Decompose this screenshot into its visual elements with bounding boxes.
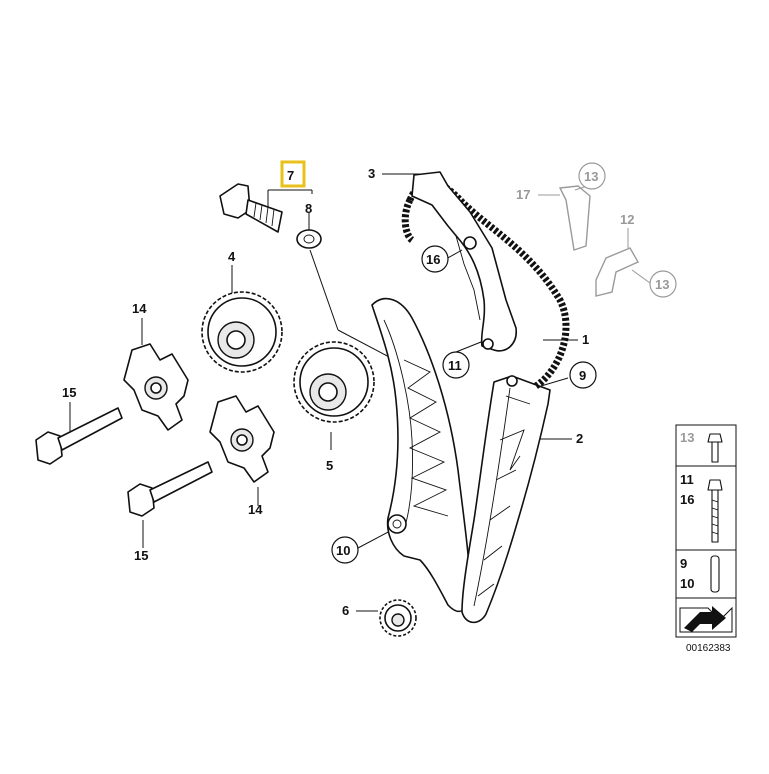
exhaust-camshaft-sprocket (293, 341, 375, 423)
callout-13-upper: 13 (584, 169, 598, 184)
callout-4: 4 (228, 249, 236, 264)
diagram-id: 00162383 (686, 643, 731, 654)
callout-15-upper: 15 (62, 385, 76, 400)
callout-11: 11 (448, 358, 462, 373)
intake-camshaft-sprocket (201, 291, 283, 373)
upper-chain-guide (411, 171, 517, 352)
legend-9: 9 (680, 556, 687, 571)
tensioning-rail (461, 375, 551, 624)
callout-7: 7 (287, 168, 294, 183)
bolt-lower (127, 461, 213, 517)
legend-11: 11 (680, 472, 694, 487)
bracket-17 (558, 185, 591, 251)
callout-1: 1 (582, 332, 589, 347)
callout-10: 10 (336, 543, 350, 558)
callout-2: 2 (576, 431, 583, 446)
sensor-wheel-lower (209, 395, 275, 483)
callout-9: 9 (579, 368, 586, 383)
bracket-12 (595, 247, 639, 297)
callout-14-lower: 14 (248, 502, 263, 517)
callout-15-lower: 15 (134, 548, 148, 563)
bolt-upper (35, 407, 123, 465)
legend-16: 16 (680, 492, 694, 507)
legend-10: 10 (680, 576, 694, 591)
legend-13: 13 (680, 430, 694, 445)
callout-8: 8 (305, 201, 312, 216)
callout-3: 3 (368, 166, 375, 181)
callout-7-highlight (280, 160, 306, 188)
leader-lines (69, 173, 651, 612)
callout-12: 12 (620, 212, 634, 227)
callout-17: 17 (516, 187, 530, 202)
legend-panel: 13 11 16 9 10 00162383 (675, 424, 737, 654)
callout-13-lower: 13 (655, 277, 669, 292)
guide-rail (371, 297, 471, 613)
central-bolt (219, 183, 322, 249)
callout-6: 6 (342, 603, 349, 618)
callout-14-upper: 14 (132, 301, 147, 316)
callout-5: 5 (326, 458, 333, 473)
sensor-wheel-upper (123, 343, 189, 431)
crankshaft-sprocket (379, 599, 417, 637)
callout-16: 16 (426, 252, 440, 267)
callouts: 3 1 2 4 5 6 8 14 14 15 15 17 12 7 16 11 … (62, 160, 677, 618)
